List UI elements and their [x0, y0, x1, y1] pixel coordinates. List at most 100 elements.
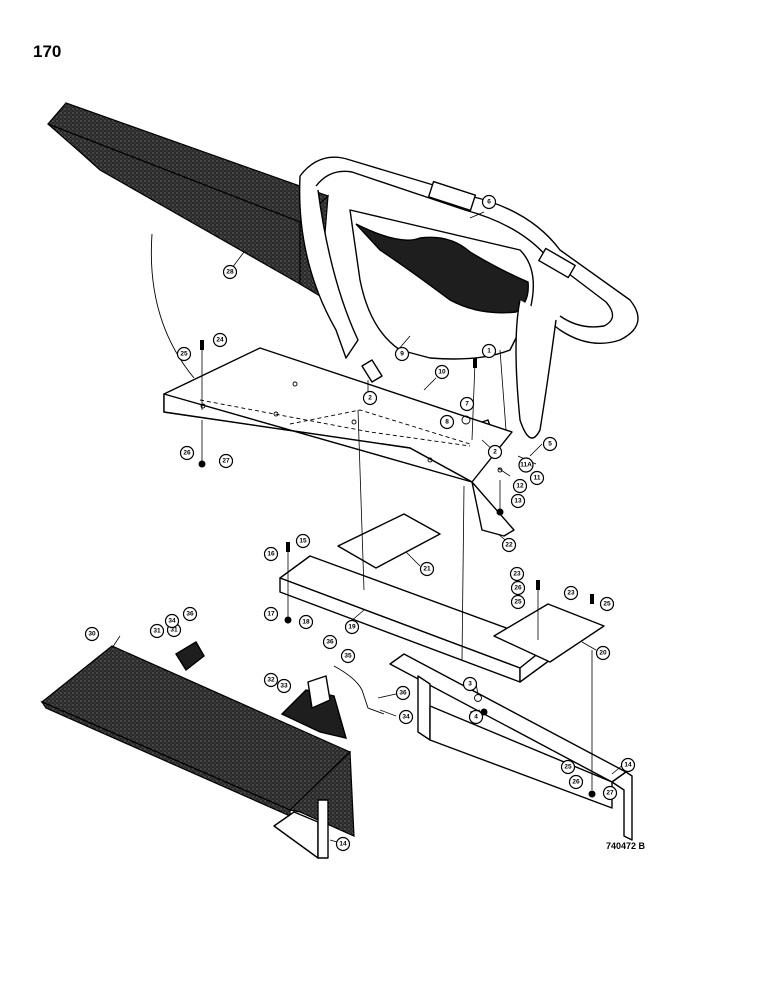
callout-26a: 26 [179, 445, 195, 461]
callout-35: 35 [340, 648, 356, 664]
callout-25a: 25 [176, 346, 192, 362]
callout-1: 1 [481, 343, 497, 359]
callout-15: 15 [295, 533, 311, 549]
callout-3: 3 [462, 676, 478, 692]
svg-text:23: 23 [513, 571, 521, 578]
plate-20 [493, 603, 605, 663]
callout-26b: 26 [510, 580, 526, 596]
bracket-2a [361, 359, 383, 383]
svg-text:13: 13 [514, 498, 522, 505]
callout-21: 21 [419, 561, 435, 577]
callout-30: 30 [84, 626, 100, 642]
floor-mat-upper [46, 102, 330, 298]
callout-34a: 34 [164, 613, 180, 629]
mat-edge-curve [150, 233, 195, 379]
pedal-boot-33 [307, 675, 331, 709]
callout-33: 33 [276, 678, 292, 694]
svg-text:5: 5 [548, 441, 552, 448]
pedal-boot-32 [280, 689, 347, 739]
callout-2b: 2 [487, 444, 503, 460]
svg-text:27: 27 [222, 458, 230, 465]
svg-text:16: 16 [267, 551, 275, 558]
callout-27a: 27 [218, 453, 234, 469]
svg-text:20: 20 [599, 650, 607, 657]
callout-28: 28 [222, 264, 238, 280]
svg-text:22: 22 [505, 542, 513, 549]
svg-text:36: 36 [326, 639, 334, 646]
svg-text:26: 26 [514, 585, 522, 592]
floor-mat-lower [40, 645, 355, 837]
page-number: 170 [33, 42, 62, 61]
callout-2a: 2 [362, 390, 378, 406]
frame-right [389, 653, 633, 841]
callout-16: 16 [263, 546, 279, 562]
svg-text:27: 27 [606, 790, 614, 797]
svg-text:11A: 11A [520, 462, 532, 469]
svg-text:21: 21 [423, 566, 431, 573]
callout-36a: 36 [182, 606, 198, 622]
callout-25c: 25 [599, 596, 615, 612]
seat-base-plate [163, 347, 515, 537]
svg-text:34: 34 [402, 714, 410, 721]
svg-text:36: 36 [186, 611, 194, 618]
callout-9: 9 [394, 346, 410, 362]
svg-text:34: 34 [168, 618, 176, 625]
pedal-boot-31 [175, 641, 205, 672]
svg-text:2: 2 [368, 395, 372, 402]
callout-23b: 23 [563, 585, 579, 601]
seat-assembly [298, 156, 639, 439]
svg-text:11: 11 [534, 475, 541, 482]
callout-13: 13 [510, 493, 526, 509]
callout-31a: 31 [149, 623, 165, 639]
callout-18: 18 [298, 614, 314, 630]
svg-text:15: 15 [299, 538, 307, 545]
svg-text:35: 35 [344, 653, 352, 660]
callout-36c: 36 [395, 685, 411, 701]
callout-12: 12 [512, 478, 528, 494]
callout-36b: 36 [322, 634, 338, 650]
svg-text:14: 14 [339, 841, 347, 848]
clip-35 [333, 665, 385, 715]
svg-text:2: 2 [493, 449, 497, 456]
svg-text:26: 26 [572, 779, 580, 786]
svg-text:28: 28 [226, 269, 234, 276]
callout-11a: 11A [518, 457, 534, 473]
svg-text:25: 25 [603, 601, 611, 608]
callout-19: 19 [344, 619, 360, 635]
callout-23a: 23 [509, 566, 525, 582]
callout-11: 11 [529, 470, 545, 486]
callout-14a: 14 [335, 836, 351, 852]
drawing-code: 740472 B [606, 841, 646, 851]
svg-text:8: 8 [445, 419, 449, 426]
callout-4: 4 [468, 709, 484, 725]
svg-text:4: 4 [474, 714, 478, 721]
svg-text:1: 1 [487, 348, 491, 355]
plate-21 [337, 513, 441, 569]
svg-text:25: 25 [564, 764, 572, 771]
callout-27b: 27 [602, 785, 618, 801]
callout-26c: 26 [568, 774, 584, 790]
svg-text:17: 17 [267, 611, 275, 618]
callout-8: 8 [439, 414, 455, 430]
svg-text:31: 31 [170, 627, 178, 634]
svg-text:19: 19 [348, 624, 356, 631]
svg-text:25: 25 [514, 599, 522, 606]
svg-text:6: 6 [487, 199, 491, 206]
svg-text:23: 23 [567, 590, 575, 597]
bracket-lower [273, 799, 329, 859]
svg-text:26: 26 [183, 450, 191, 457]
callout-22: 22 [501, 537, 517, 553]
hardware [198, 340, 596, 798]
callout-34b: 34 [398, 709, 414, 725]
svg-text:3: 3 [468, 681, 472, 688]
callout-7: 7 [459, 396, 475, 412]
svg-text:25: 25 [180, 351, 188, 358]
callout-10: 10 [434, 364, 450, 380]
callout-24: 24 [212, 332, 228, 348]
callout-25b: 25 [510, 594, 526, 610]
callout-6: 6 [481, 194, 497, 210]
callout-32: 32 [263, 672, 279, 688]
svg-text:32: 32 [267, 677, 275, 684]
callout-14b: 14 [620, 757, 636, 773]
